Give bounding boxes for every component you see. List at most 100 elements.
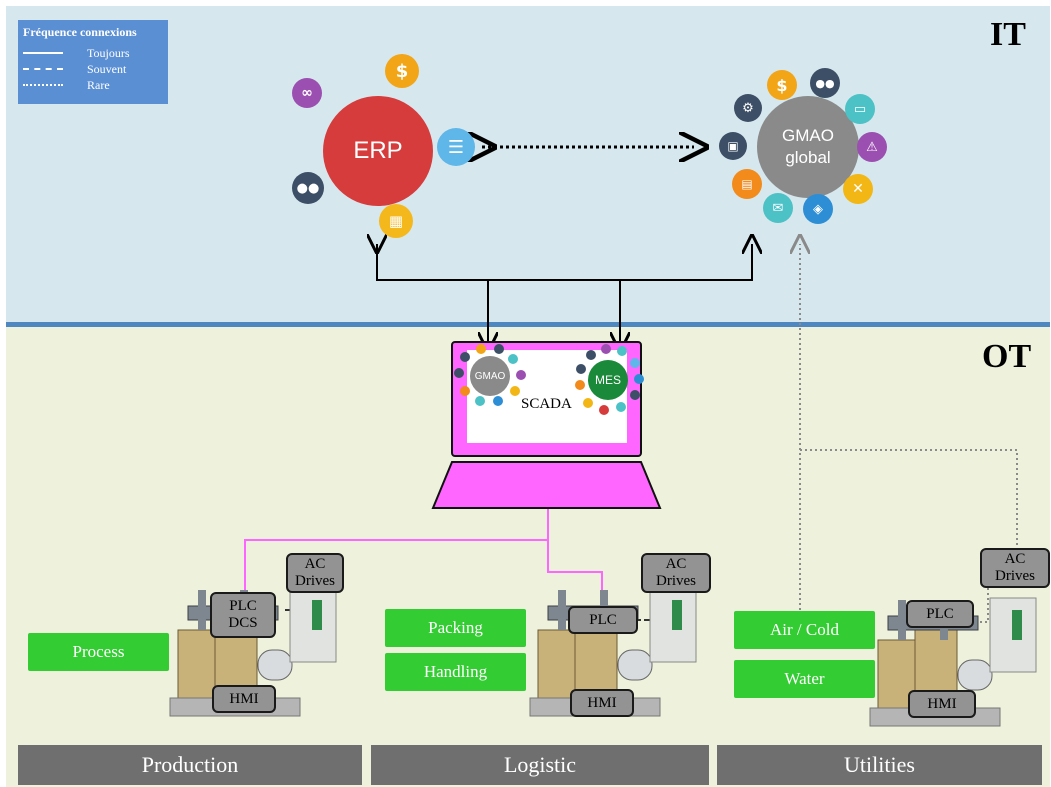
presentation-icon: ▤: [732, 169, 762, 199]
legend: Fréquence connexions Toujours Souvent Ra…: [18, 20, 168, 104]
process-box[interactable]: Process: [28, 633, 169, 671]
tools-icon: [583, 398, 593, 408]
legend-row-rare: Rare: [23, 78, 163, 92]
warning-icon: [516, 370, 526, 380]
water-label: Water: [784, 669, 825, 688]
plc-utilities[interactable]: PLC: [906, 600, 974, 628]
logistic-band[interactable]: Logistic: [371, 745, 709, 785]
utilities-plc-link: [972, 588, 989, 623]
plc-label: PLC: [589, 611, 617, 628]
ac-drives-line-1: AC: [304, 556, 326, 572]
packing-box[interactable]: Packing: [385, 609, 526, 647]
chip-icon: ▣: [719, 132, 747, 160]
plc-label: PLC: [926, 605, 954, 622]
scada-mes-label: MES: [594, 373, 621, 387]
dollar-icon: $: [385, 54, 419, 88]
legend-label: Rare: [87, 78, 110, 92]
gmao-label-line-2: global: [785, 148, 831, 167]
fieldbus-main: [244, 508, 549, 594]
check-icon: [616, 402, 626, 412]
ot-zone-label: OT: [982, 338, 1032, 375]
fieldbus-logistic: [547, 540, 603, 606]
ac-drives-line-1: AC: [1004, 551, 1026, 567]
utilities-drives-link: [800, 449, 1018, 552]
dollar-icon: $: [767, 70, 797, 100]
plc-label: PLC: [229, 598, 257, 614]
handling-label: Handling: [423, 662, 488, 681]
ac-drives-line-2: Drives: [295, 573, 335, 589]
tools-icon: [510, 386, 520, 396]
air-cold-box[interactable]: Air / Cold: [734, 611, 875, 649]
box-icon: [493, 396, 503, 406]
legend-title: Fréquence connexions: [23, 25, 137, 39]
document-icon: [630, 358, 640, 368]
dotted-line-icon: [23, 84, 63, 86]
alarm-icon: [599, 405, 609, 415]
scada-label: SCADA: [521, 396, 572, 412]
dcs-label: DCS: [228, 615, 258, 631]
legend-row-often: Souvent: [23, 62, 163, 76]
box-icon: ◈: [803, 194, 833, 224]
water-box[interactable]: Water: [734, 660, 875, 698]
it-zone: [6, 6, 1050, 324]
production-label: Production: [141, 752, 239, 777]
ac-drives-line-2: Drives: [995, 568, 1035, 584]
tablet-icon: ▭: [845, 94, 875, 124]
air-cold-label: Air / Cold: [770, 620, 839, 639]
users-icon: [494, 344, 504, 354]
gmao-label-line-1: GMAO: [782, 126, 834, 145]
tools-icon: ✕: [843, 174, 873, 204]
logistic-label: Logistic: [503, 752, 577, 777]
ac-drives-line-1: AC: [665, 556, 687, 572]
gear-icon: [460, 352, 470, 362]
presentation-icon: [460, 386, 470, 396]
scada-gmao-hub[interactable]: GMAO: [470, 356, 510, 396]
utilities-band[interactable]: Utilities: [717, 745, 1042, 785]
users-icon: ●●: [292, 172, 324, 204]
users-icon: [617, 346, 627, 356]
ac-drives-line-2: Drives: [656, 573, 696, 589]
solid-line-icon: [23, 52, 63, 54]
scada-gmao-label: GMAO: [474, 370, 506, 382]
legend-label: Souvent: [87, 62, 127, 76]
packing-label: Packing: [428, 618, 483, 637]
hmi-production[interactable]: HMI: [212, 685, 276, 713]
process-label: Process: [72, 642, 125, 661]
legend-row-always: Toujours: [23, 46, 163, 60]
it-zone-label: IT: [990, 16, 1026, 53]
erp-link-line: [377, 244, 752, 281]
legend-label: Toujours: [87, 46, 130, 60]
chat-icon: [475, 396, 485, 406]
erp-hub[interactable]: ERP: [323, 96, 433, 206]
hmi-logistic[interactable]: HMI: [570, 689, 634, 717]
dollar-icon: [476, 344, 486, 354]
tablet-icon: [508, 354, 518, 364]
link-icon: ∞: [292, 78, 322, 108]
hmi-label: HMI: [927, 695, 957, 712]
chip-icon: [454, 368, 464, 378]
handling-box[interactable]: Handling: [385, 653, 526, 691]
hmi-utilities[interactable]: HMI: [908, 690, 976, 718]
gear-icon: ⚙: [734, 94, 762, 122]
scada-mes-hub[interactable]: MES: [588, 360, 628, 400]
gear-icon: [586, 350, 596, 360]
box-icon: [634, 374, 644, 384]
plc-logistic[interactable]: PLC: [568, 606, 638, 634]
calendar-icon: ▦: [379, 204, 413, 238]
erp-label: ERP: [353, 137, 403, 164]
gmao-global-hub[interactable]: GMAO global: [757, 96, 859, 198]
warning-icon: ⚠: [857, 132, 887, 162]
users-icon: ●●: [810, 68, 840, 98]
chip-icon: [576, 364, 586, 374]
presentation-icon: [575, 380, 585, 390]
production-band[interactable]: Production: [18, 745, 362, 785]
dashed-line-icon: [23, 68, 63, 70]
hmi-label: HMI: [229, 690, 259, 707]
document-icon: ☰: [437, 128, 475, 166]
laptop-base: [431, 461, 662, 509]
it-ot-separator: [6, 322, 1050, 327]
